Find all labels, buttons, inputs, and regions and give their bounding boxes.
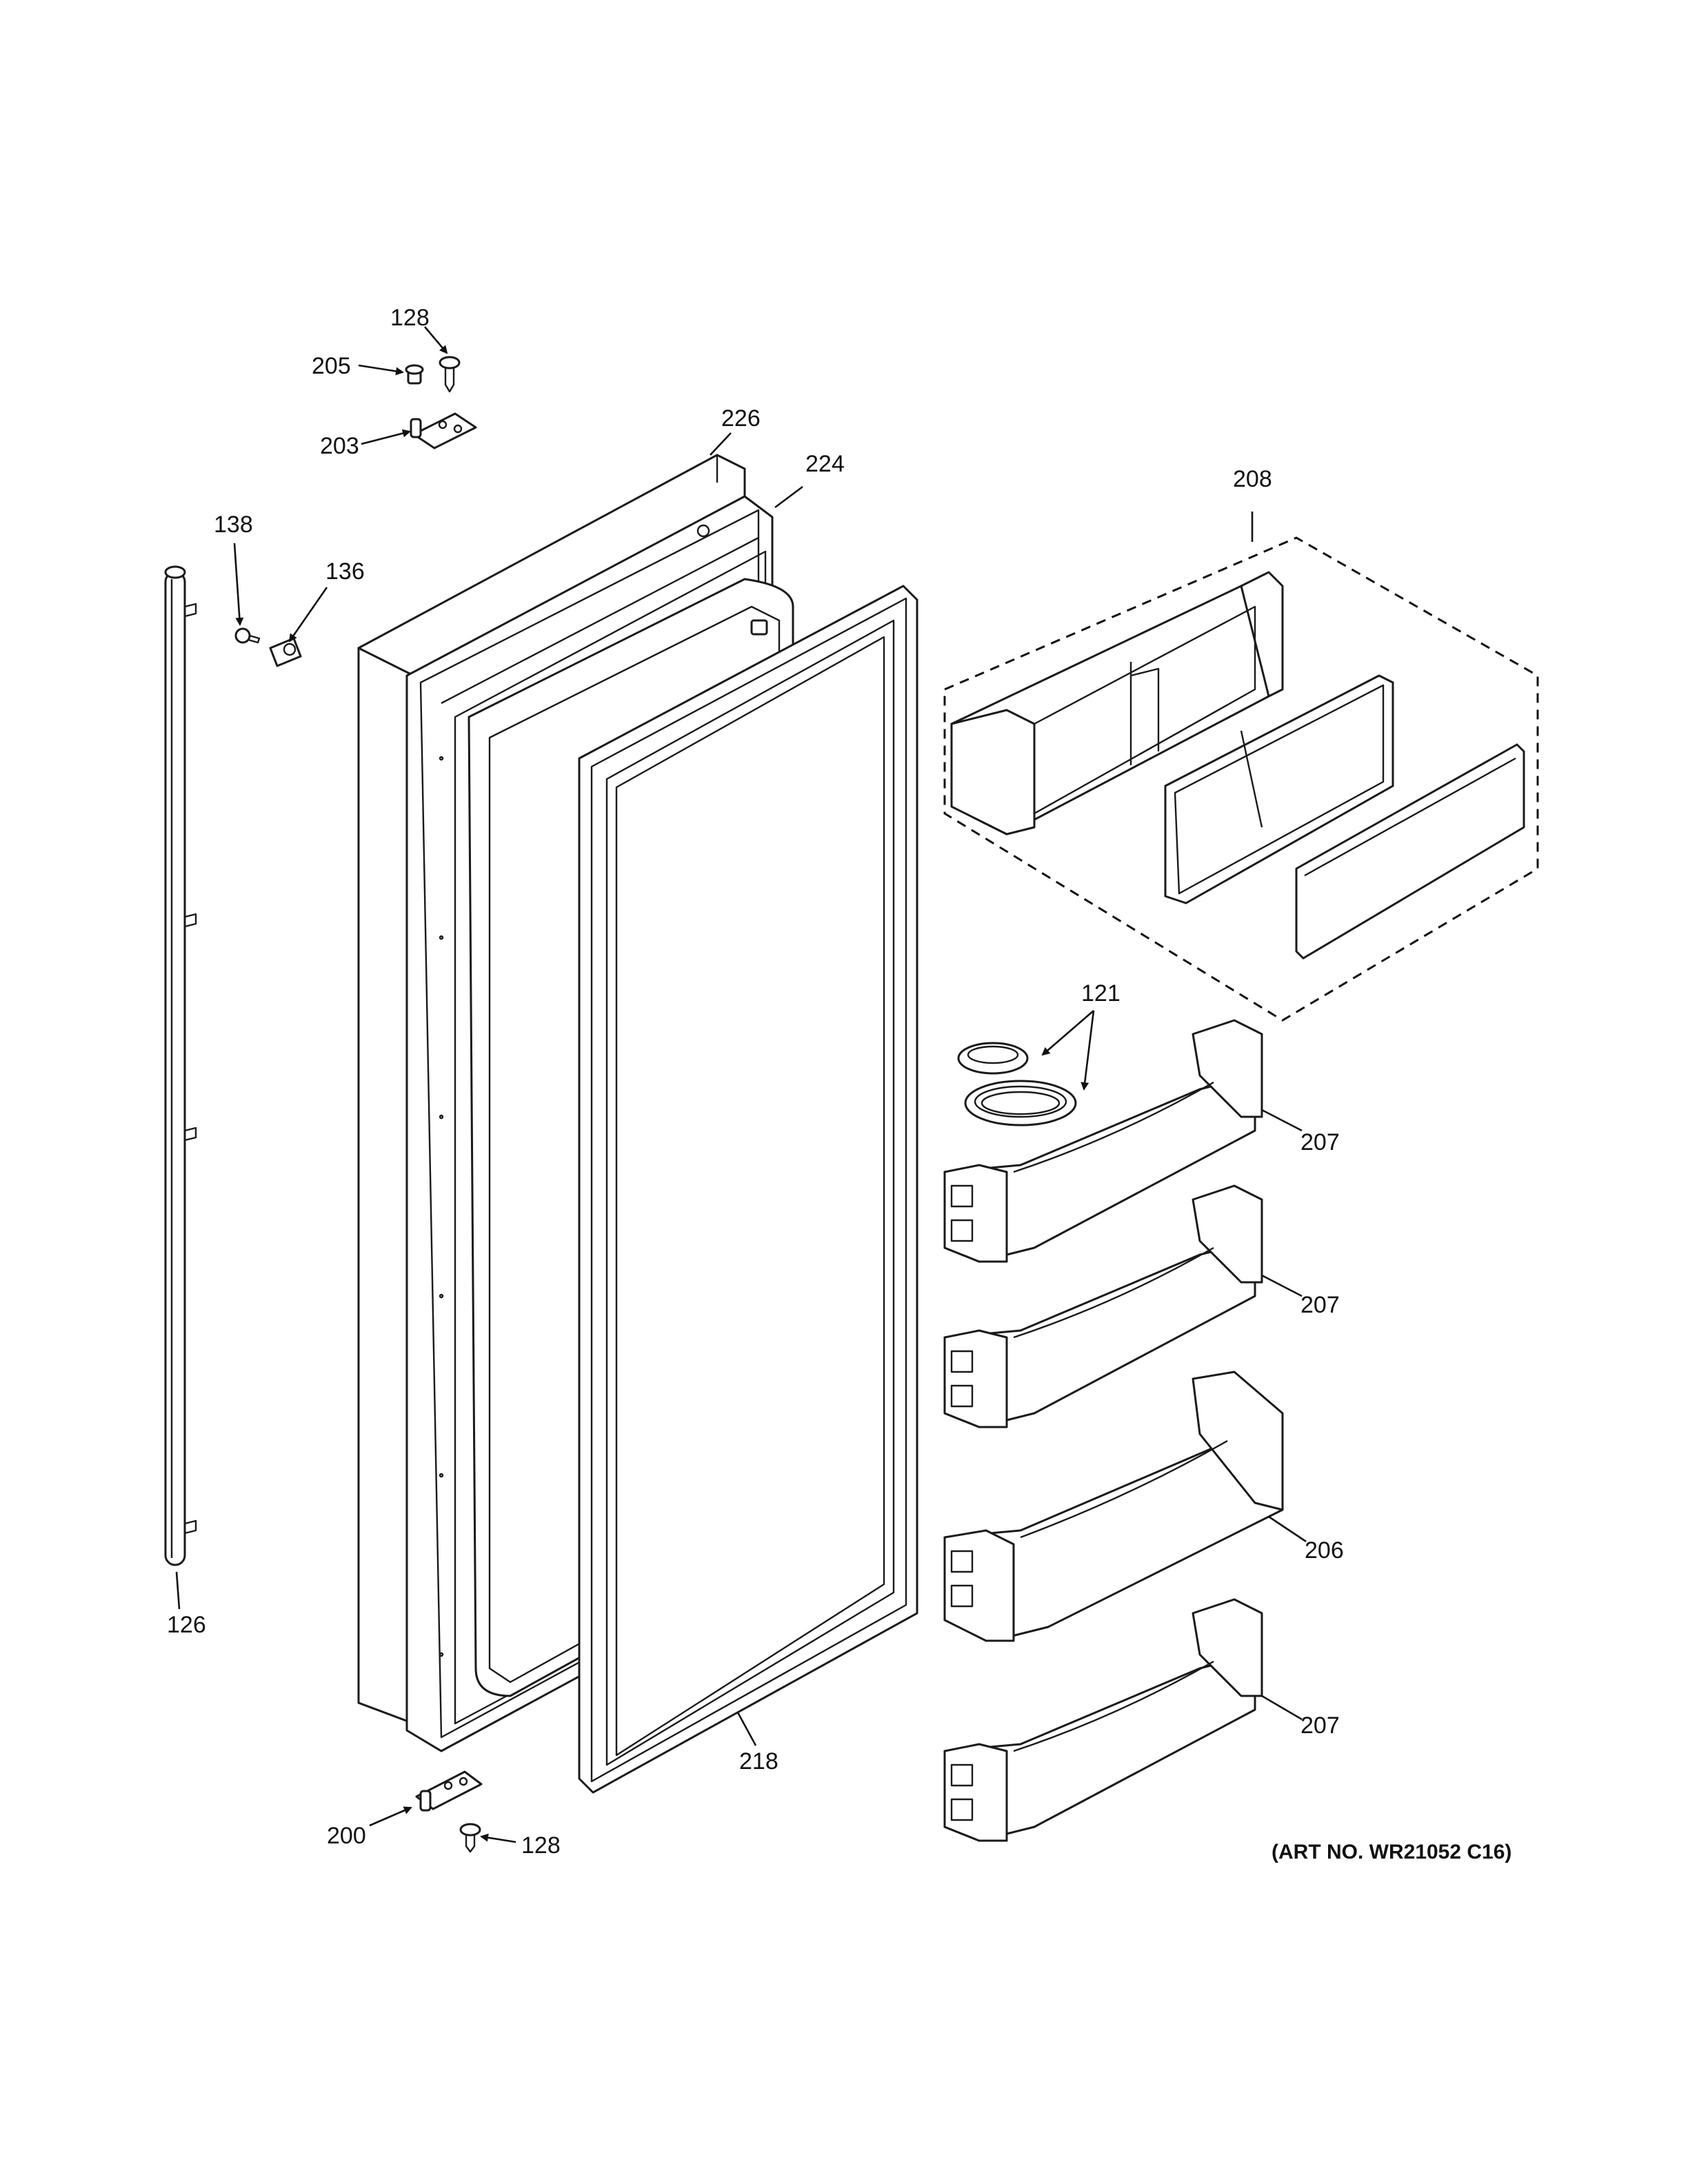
screw-128-top bbox=[439, 356, 461, 393]
label-205: 205 bbox=[312, 353, 351, 379]
dispenser-kit-208 bbox=[943, 536, 1539, 1022]
label-126: 126 bbox=[167, 1612, 206, 1638]
hinge-200 bbox=[415, 1770, 483, 1812]
egg-tray-121 bbox=[957, 1042, 1077, 1126]
hinge-203 bbox=[410, 412, 477, 449]
art-number: (ART NO. WR21052 C16) bbox=[1272, 1841, 1511, 1863]
label-207-b: 207 bbox=[1300, 1292, 1340, 1318]
label-128-bottom: 128 bbox=[521, 1832, 561, 1859]
label-203: 203 bbox=[320, 433, 359, 459]
label-224: 224 bbox=[805, 451, 845, 477]
screw-128-bottom bbox=[459, 1823, 481, 1853]
screw-138 bbox=[234, 627, 261, 644]
label-206: 206 bbox=[1305, 1537, 1344, 1564]
door-handle-126 bbox=[164, 565, 197, 1566]
label-138: 138 bbox=[214, 512, 253, 538]
door-outer-panel-226 bbox=[357, 454, 746, 1725]
pin-205 bbox=[405, 364, 424, 385]
bracket-136 bbox=[269, 637, 302, 667]
door-bin-207-c bbox=[943, 1598, 1263, 1842]
label-207-a: 207 bbox=[1300, 1129, 1340, 1155]
label-207-c: 207 bbox=[1300, 1712, 1340, 1739]
leader-lines bbox=[175, 326, 1307, 1843]
label-136: 136 bbox=[325, 558, 365, 585]
door-bin-207-b bbox=[943, 1184, 1263, 1428]
label-208: 208 bbox=[1233, 466, 1272, 492]
callout-labels: 128 205 203 226 224 208 138 136 121 207 … bbox=[167, 305, 1511, 1863]
door-gasket-218 bbox=[578, 585, 918, 1794]
label-128-top: 128 bbox=[390, 305, 430, 331]
label-121: 121 bbox=[1081, 980, 1121, 1007]
label-200: 200 bbox=[327, 1823, 366, 1849]
door-bin-206 bbox=[943, 1371, 1284, 1642]
label-218: 218 bbox=[739, 1748, 778, 1775]
label-226: 226 bbox=[721, 405, 761, 432]
door-bin-207-a bbox=[943, 1019, 1263, 1263]
